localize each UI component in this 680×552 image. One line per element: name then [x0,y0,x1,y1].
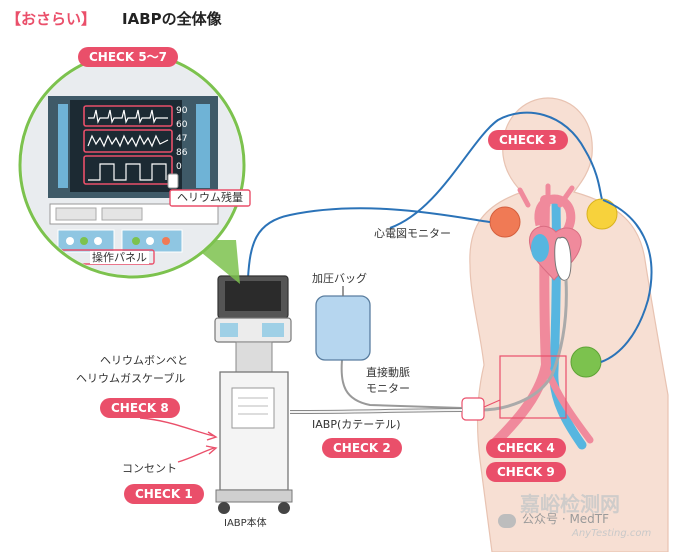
pressure-bag [315,295,371,361]
arrow-check8 [139,417,215,437]
wechat-icon [498,514,516,528]
ecg-cable-to-monitor [247,207,491,279]
ecg-monitor-label: 心電図モニター [374,227,451,240]
catheter-insertion-box [461,397,485,421]
machine-wheel-right [278,502,290,514]
check-3-badge: CHECK 3 [488,130,568,151]
helium-remaining-label: ヘリウム残量 [177,191,243,204]
pressure-bag-label: 加圧バッグ [312,272,367,285]
balloon-waveform [88,163,167,181]
pressure-waveform [87,134,169,148]
page-title: IABPの全体像 [122,10,222,28]
monitor-readout: 47 [176,134,188,144]
header-bracket-label: 【おさらい】 [6,10,97,28]
check-8-badge: CHECK 8 [100,398,180,419]
helium-cylinder-label-1: ヘリウムボンベと [100,354,188,367]
watermark-wechat-account: 公众号 · MedTF [522,512,610,526]
watermark-site-cn: 嘉峪检测网 [520,492,620,516]
vessel-branches [517,183,575,208]
ecg-cable-right [600,199,653,363]
machine-neck [235,341,273,373]
monitor-readout: 90 [176,106,188,116]
machine-wheel-left [218,502,230,514]
check-4-badge: CHECK 4 [486,438,566,459]
control-panel-label: 操作パネル [90,251,149,265]
machine-base [215,489,293,503]
check-5-7-badge: CHECK 5～7 [78,47,179,68]
arterial-monitor-label-2: モニター [366,382,410,395]
monitor-readout: 0 [176,162,182,172]
heart-vein [531,234,549,262]
ecg-electrode-red [489,206,521,238]
check-2-badge: CHECK 2 [322,438,402,459]
arterial-monitor-label-1: 直接動脈 [366,366,410,379]
outlet-label: コンセント [122,462,177,475]
monitor-readout: 60 [176,120,188,130]
watermark-site-en: AnyTesting.com [572,528,652,539]
ecg-waveform [88,109,168,124]
artery-branch [544,368,594,444]
ecg-loop-cable [389,111,603,229]
check-9-badge: CHECK 9 [486,462,566,483]
helium-cylinder-label-2: ヘリウムガスケーブル [76,372,186,385]
aortic-arch [534,194,576,235]
groin-zoom-box [499,355,567,419]
check-1-badge: CHECK 1 [124,484,204,505]
iabp-unit-label: IABP本体 [224,518,267,529]
catheter-in-body [479,279,568,412]
catheter-label: IABP(カテーテル) [312,418,401,431]
monitor-readout: 86 [176,148,188,158]
pressure-bag-line [340,359,463,409]
arrow-check1 [177,447,215,463]
ecg-electrode-green [570,346,602,378]
